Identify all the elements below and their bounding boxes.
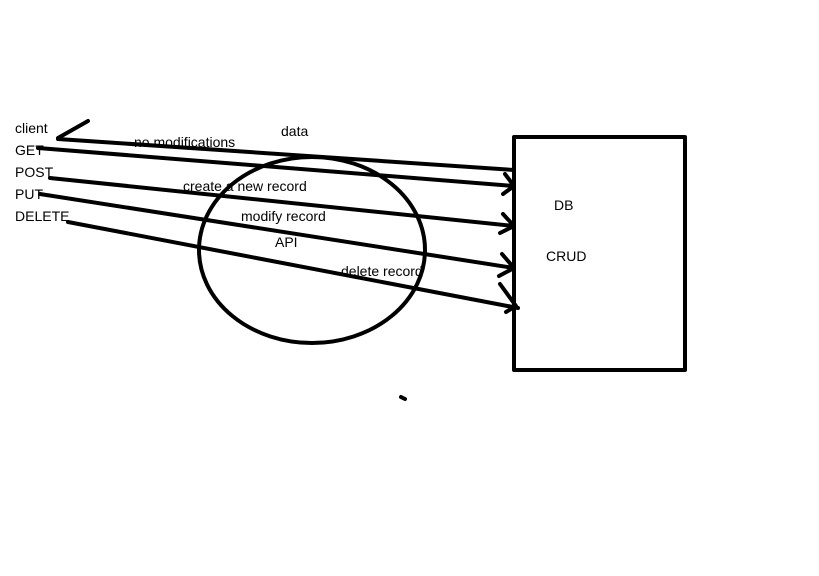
client-label: client (15, 120, 48, 136)
put-annotation: modify record (241, 208, 326, 224)
post-annotation: create a new record (183, 178, 307, 194)
method-delete-label: DELETE (15, 208, 69, 224)
arrow-get (36, 146, 516, 196)
data-annotation: data (281, 123, 308, 139)
method-get-label: GET (15, 142, 44, 158)
arrow-post (48, 176, 516, 235)
get-annotation: no modifications (134, 134, 235, 150)
client-tick (56, 119, 90, 140)
db-label: DB (554, 197, 573, 213)
delete-annotation: delete record (341, 263, 423, 279)
db-box (512, 135, 687, 372)
crud-label: CRUD (546, 248, 586, 264)
method-put-label: PUT (15, 186, 43, 202)
api-label: API (275, 234, 298, 250)
method-post-label: POST (15, 164, 54, 180)
arrow-put (38, 192, 516, 278)
arrow-data (56, 137, 516, 172)
arrow-delete (66, 220, 520, 314)
stray-dot (399, 395, 407, 401)
